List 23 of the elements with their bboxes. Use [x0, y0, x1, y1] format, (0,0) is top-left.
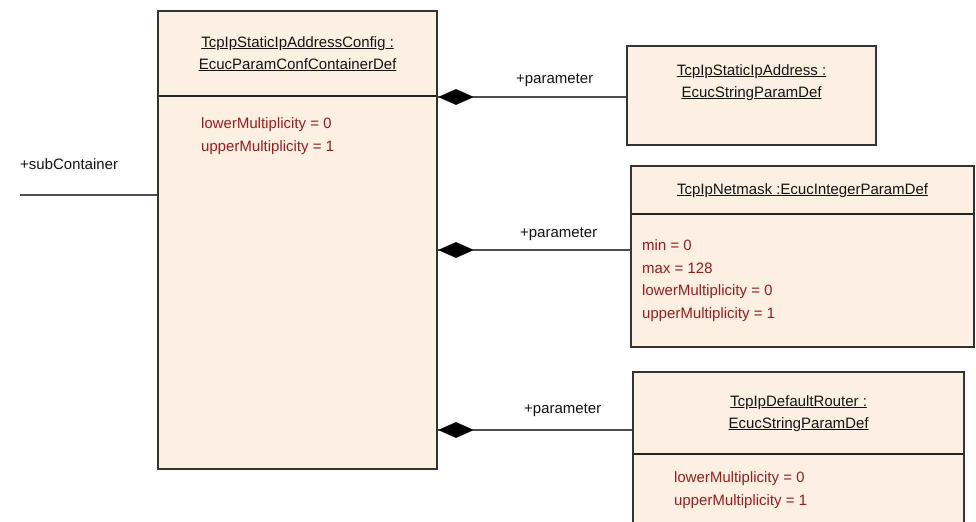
- attribute-text: lowerMultiplicity = 0: [642, 281, 772, 301]
- class-title: TcpIpStaticIpAddress : EcucStringParamDef: [676, 61, 828, 103]
- composition-connector: [438, 242, 630, 258]
- class-title: TcpIpNetmask :EcucIntegerParamDef: [677, 180, 928, 200]
- attribute-text: max = 128: [642, 258, 712, 278]
- class-box: [632, 371, 965, 522]
- composition-connector: [438, 422, 632, 438]
- edge-label: +parameter: [516, 70, 594, 88]
- attribute-text: min = 0: [642, 236, 692, 256]
- class-box: [626, 45, 877, 146]
- edge-label: +parameter: [524, 400, 602, 418]
- attribute-text: upperMultiplicity = 1: [642, 304, 775, 324]
- attribute-text: lowerMultiplicity = 0: [201, 114, 332, 134]
- class-title: TcpIpStaticIpAddressConfig : EcucParamConfContainerDef: [198, 32, 398, 74]
- connector-line: [20, 194, 157, 196]
- composition-connector: [438, 89, 626, 105]
- class-box: [157, 10, 438, 470]
- attribute-text: upperMultiplicity = 1: [674, 490, 807, 510]
- class-box: [630, 165, 975, 348]
- edge-label: +parameter: [520, 224, 598, 242]
- attribute-text: lowerMultiplicity = 0: [674, 468, 804, 488]
- class-title: TcpIpDefaultRouter : EcucStringParamDef: [727, 392, 870, 434]
- attribute-text: upperMultiplicity = 1: [201, 136, 334, 156]
